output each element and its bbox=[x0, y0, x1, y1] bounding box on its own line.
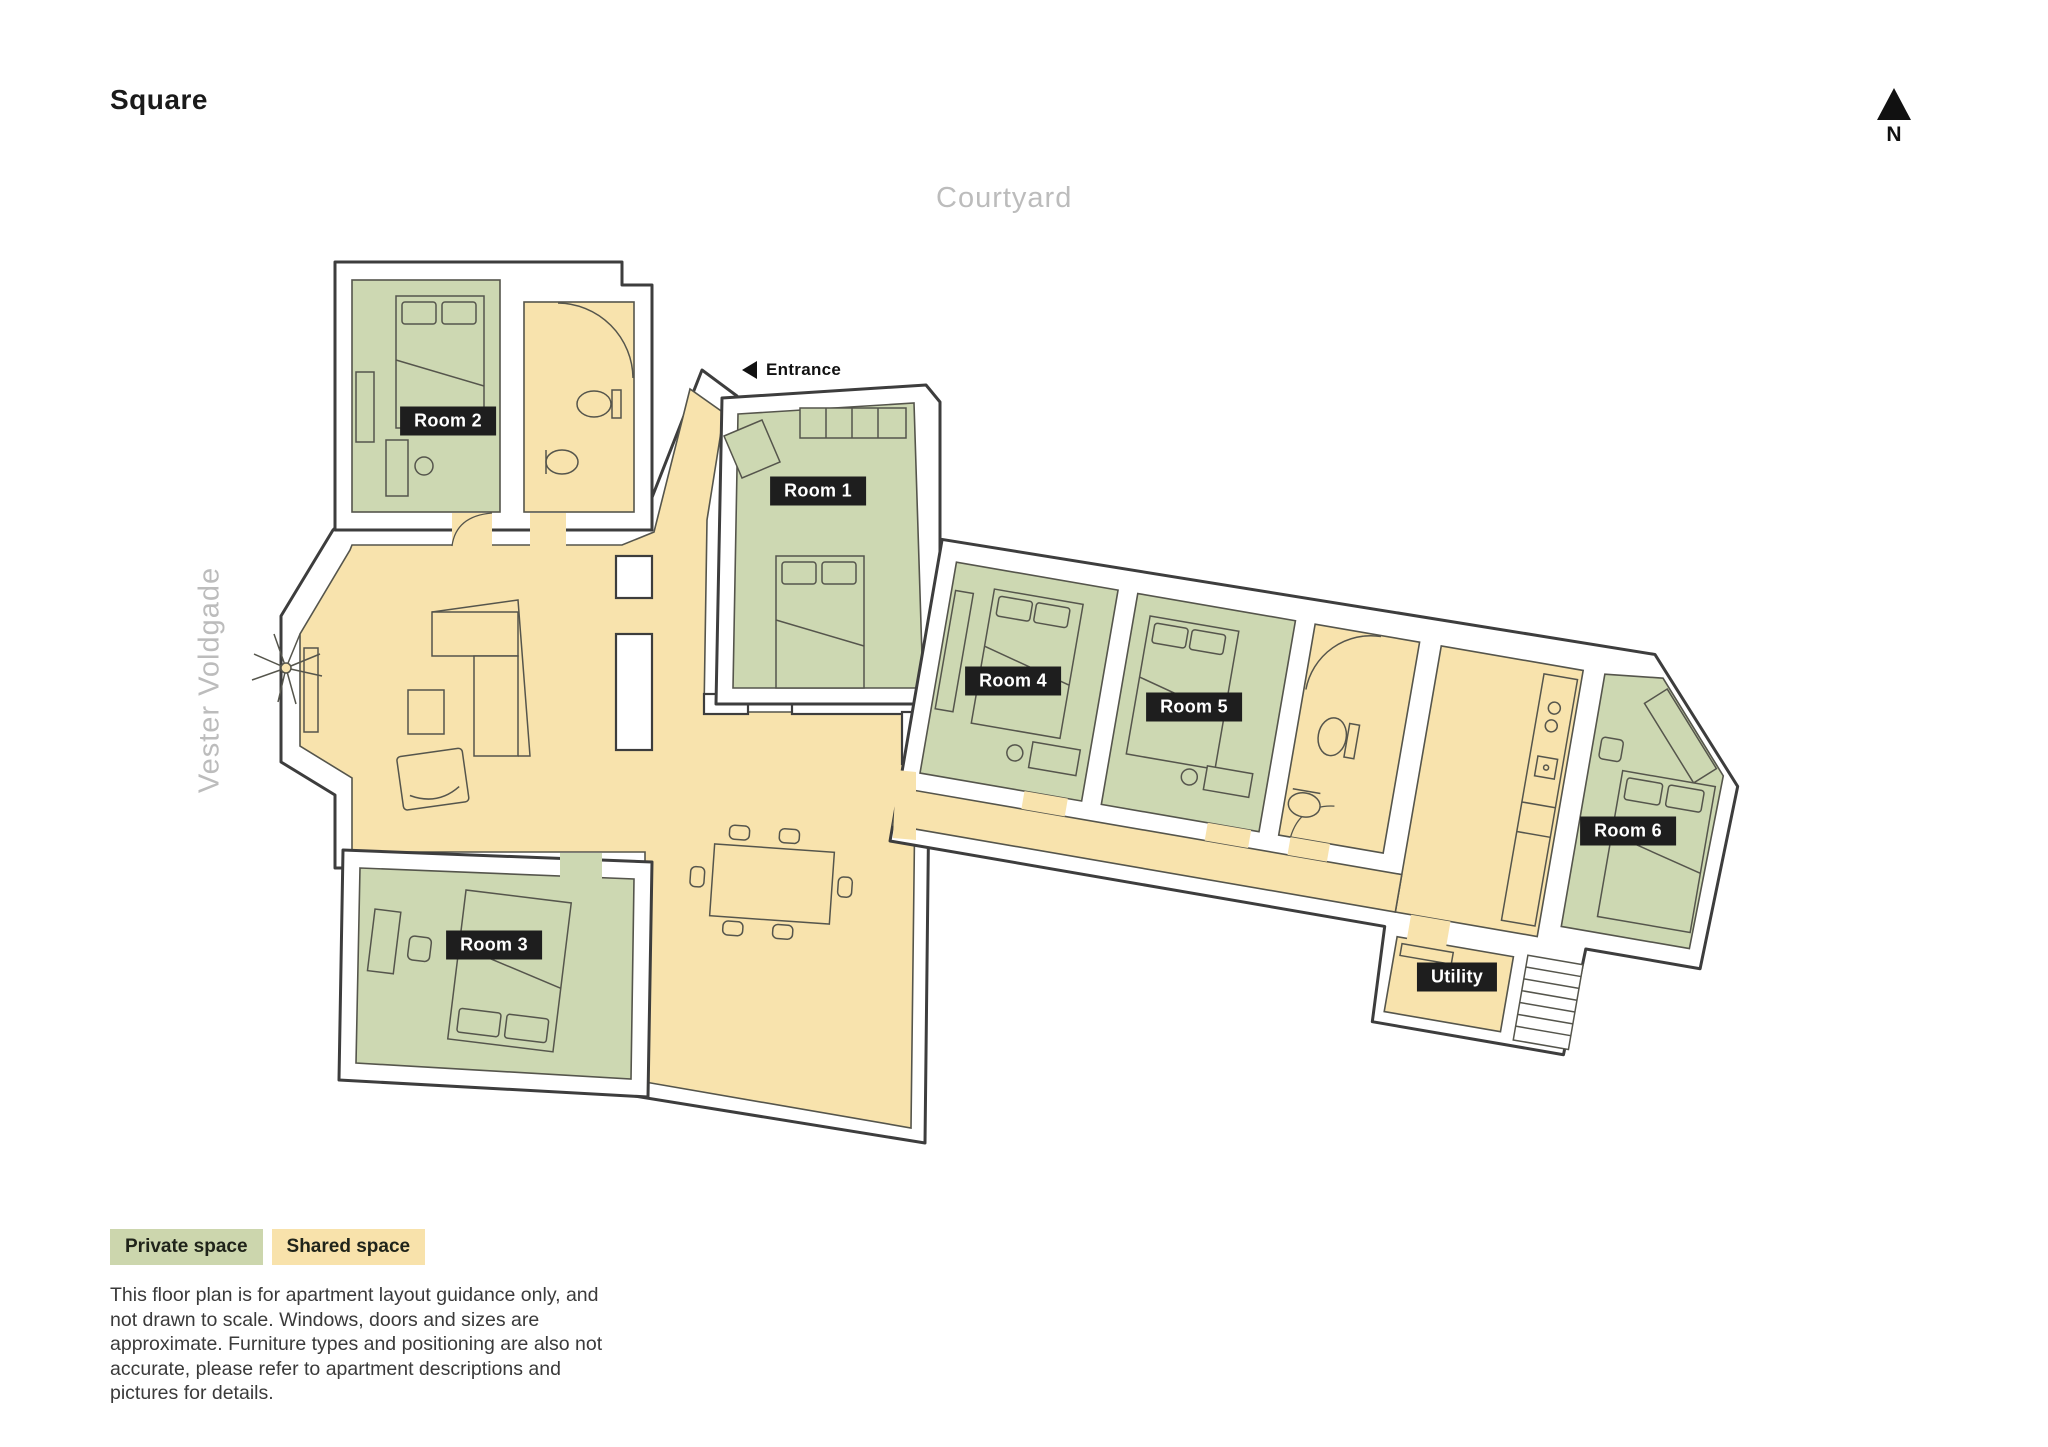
desk bbox=[723, 419, 781, 479]
sink-icon bbox=[1287, 792, 1321, 818]
sofa-chaise bbox=[473, 655, 519, 757]
shower-arc bbox=[1305, 635, 1382, 690]
room-5-badge: Room 5 bbox=[1146, 692, 1242, 722]
desk bbox=[1202, 765, 1254, 799]
wing-door-openings bbox=[1021, 791, 1451, 948]
bay-bench bbox=[303, 647, 319, 733]
utility-shelf bbox=[1399, 942, 1455, 966]
pillow bbox=[1623, 777, 1664, 806]
room-1-furniture bbox=[723, 407, 907, 689]
entrance-marker: Entrance bbox=[742, 360, 841, 380]
shared-floor bbox=[299, 387, 917, 1129]
room-1-badge: Room 1 bbox=[770, 476, 866, 506]
stool bbox=[414, 456, 434, 476]
bench-cushions bbox=[825, 408, 879, 438]
room-3-badge: Room 3 bbox=[446, 930, 542, 960]
cooktop-dot bbox=[1542, 764, 1550, 771]
page-title: Square bbox=[110, 84, 208, 115]
disclaimer-text: This floor plan is for apartment layout … bbox=[110, 1284, 603, 1405]
pillow bbox=[995, 595, 1034, 622]
kitchen-fixtures bbox=[1500, 672, 1579, 927]
legend-private-space: Private space bbox=[110, 1229, 263, 1265]
compass: N bbox=[1862, 88, 1926, 147]
door-swing-arc bbox=[451, 512, 493, 547]
pillow bbox=[456, 1007, 502, 1038]
legend: Private space Shared space bbox=[110, 1229, 426, 1265]
room-6-badge: Room 6 bbox=[1580, 816, 1676, 846]
toilet-tank bbox=[1343, 722, 1361, 760]
dining-chair bbox=[728, 824, 751, 841]
room-2-furniture bbox=[355, 295, 485, 497]
bench bbox=[799, 407, 907, 439]
stool bbox=[1006, 744, 1024, 762]
legend-shared-space: Shared space bbox=[271, 1229, 426, 1265]
coffee-table bbox=[407, 689, 445, 735]
room-3-door-opening bbox=[560, 853, 602, 881]
sink-stem bbox=[1292, 788, 1321, 795]
room-3-furniture bbox=[366, 889, 573, 1053]
bathroom-2-fixtures bbox=[1287, 635, 1382, 818]
dining-chair bbox=[836, 876, 854, 898]
wardrobe bbox=[355, 371, 375, 443]
utility-badge: Utility bbox=[1416, 962, 1498, 992]
room-3-block bbox=[337, 848, 654, 1099]
toilet-icon bbox=[1317, 717, 1348, 757]
pillow bbox=[1151, 622, 1189, 649]
wardrobe bbox=[934, 589, 975, 713]
dining-chair bbox=[771, 923, 794, 940]
entrance-arrow-icon bbox=[742, 361, 757, 379]
pillow bbox=[821, 561, 857, 585]
toilet-icon bbox=[576, 390, 612, 418]
sofa-back bbox=[431, 599, 531, 757]
corridor-junction bbox=[893, 770, 916, 840]
sink-icon bbox=[545, 449, 579, 475]
dining-chair bbox=[689, 865, 706, 888]
room2-bath-block bbox=[333, 260, 654, 547]
pillow bbox=[1188, 629, 1227, 656]
pillow bbox=[503, 1013, 550, 1044]
pillow bbox=[1664, 784, 1705, 813]
north-label: N bbox=[1886, 123, 1902, 146]
bathroom-1-fixtures bbox=[545, 302, 634, 475]
pillow bbox=[401, 301, 437, 325]
sofa-seat bbox=[431, 611, 519, 657]
north-arrow-icon bbox=[1877, 88, 1911, 120]
dining-chair bbox=[778, 828, 801, 845]
staircase bbox=[1512, 954, 1584, 1051]
room-4-furniture bbox=[934, 588, 1084, 777]
toilet-tank bbox=[611, 389, 622, 419]
room-1-block bbox=[714, 383, 942, 706]
pillow bbox=[441, 301, 477, 325]
kitchen-sink bbox=[1544, 719, 1559, 733]
blanket-fold bbox=[775, 619, 865, 647]
shower-arc bbox=[557, 302, 634, 379]
stool bbox=[1598, 736, 1624, 763]
desk bbox=[366, 908, 402, 975]
pillow bbox=[781, 561, 817, 585]
courtyard-label: Courtyard bbox=[936, 182, 1073, 214]
bathroom-1-door-opening bbox=[530, 513, 566, 546]
room-2-badge: Room 2 bbox=[400, 406, 496, 436]
armchair bbox=[396, 747, 470, 811]
entrance-label: Entrance bbox=[766, 360, 842, 379]
blanket-fold bbox=[395, 359, 485, 387]
stool bbox=[406, 935, 433, 963]
stool bbox=[1180, 768, 1199, 786]
plant-icon bbox=[251, 633, 323, 705]
dining-chair bbox=[721, 920, 744, 937]
living-room-furniture bbox=[251, 599, 531, 811]
dining-table bbox=[708, 843, 836, 925]
desk bbox=[385, 439, 409, 497]
room-4-badge: Room 4 bbox=[965, 666, 1061, 696]
dining-furniture bbox=[689, 824, 854, 940]
kitchen-sink bbox=[1547, 701, 1562, 715]
street-label: Vester Voldgade bbox=[193, 566, 226, 794]
wing-block bbox=[888, 537, 1740, 1057]
kitchen-counter bbox=[1500, 672, 1579, 927]
desk bbox=[1027, 740, 1082, 777]
pillow bbox=[1033, 602, 1071, 629]
